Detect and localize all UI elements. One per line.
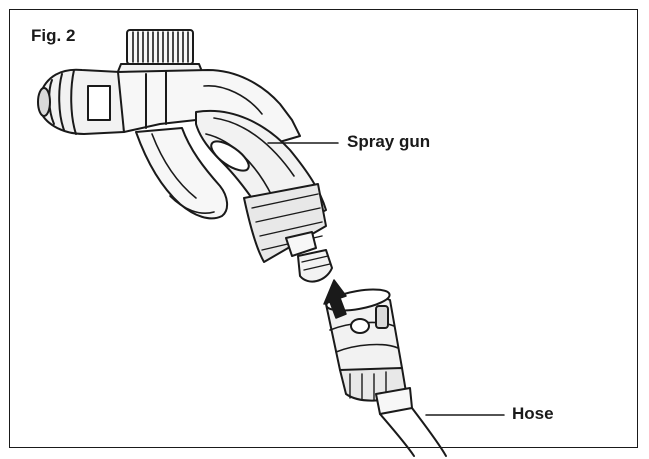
- hose-connector: [325, 288, 413, 415]
- adjustment-knob: [116, 29, 204, 75]
- arrow-up-icon: [323, 279, 347, 319]
- spray-gun-label: Spray gun: [347, 132, 431, 151]
- spray-gun-connector: [243, 183, 333, 283]
- hose-label: Hose: [512, 404, 554, 423]
- figure-title: Fig. 2: [31, 26, 76, 45]
- hose: [379, 407, 447, 457]
- spray-gun-trigger: [135, 127, 228, 220]
- spray-nozzle-head: [37, 68, 125, 135]
